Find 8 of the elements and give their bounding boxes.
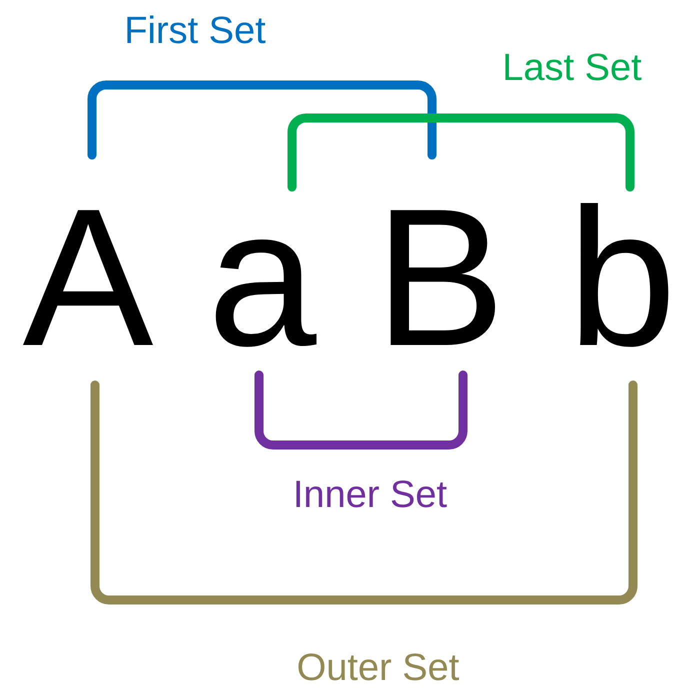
letter: b: [580, 203, 668, 347]
letter: B: [390, 210, 496, 345]
letter: A: [23, 210, 153, 345]
set-label: Last Set: [505, 53, 642, 80]
set-label: Outer Set: [298, 653, 459, 680]
letter: a: [216, 240, 316, 347]
set-label: Inner Set: [296, 480, 447, 508]
set-label: First Set: [127, 15, 266, 44]
